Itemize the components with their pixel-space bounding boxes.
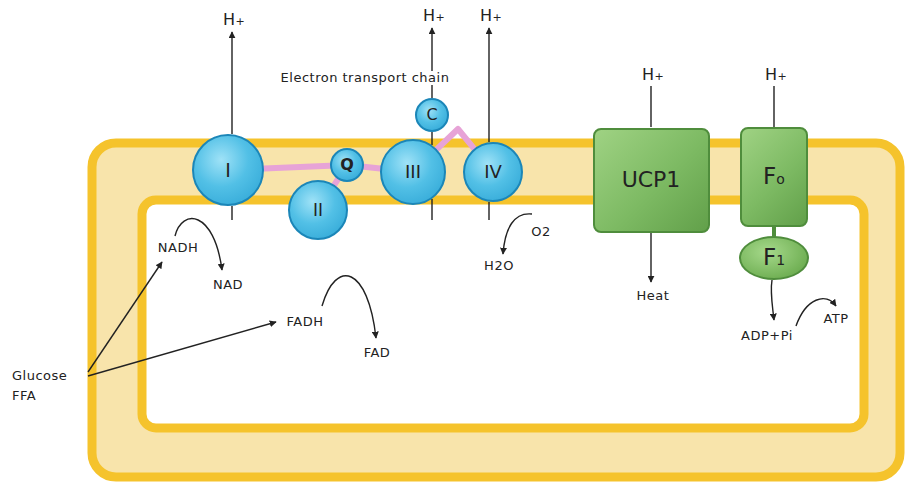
node-label: IV [484,162,502,182]
atp-synthase-arrow [771,280,774,320]
node-label: Fo [763,164,785,189]
proton-path [231,206,232,220]
fadh-arrow [322,276,376,338]
complex-circle: II [288,180,348,240]
substrate-label: Glucose [12,369,67,384]
proton-arrow [488,28,489,142]
proton-path [488,202,489,220]
metabolite-label: NADH [158,241,198,256]
chain-title: Electron transport chain [278,71,453,86]
metabolite-label: FAD [364,346,391,361]
metabolite-label: ATP [823,312,848,327]
metabolite-label: NAD [213,278,243,293]
node-label: II [313,201,323,220]
proton-label: H+ [423,7,445,25]
proton-arrow [431,28,432,98]
oxygen-arrow [503,214,532,254]
node-label: III [405,162,421,182]
proton-path [650,86,651,127]
cytochrome-circle: C [415,98,449,132]
metabolite-label: H2O [484,259,514,274]
node-label: I [225,160,231,181]
metabolite-label: FADH [287,315,324,330]
metabolite-label: O2 [531,225,551,240]
heat-arrow [650,233,651,282]
electron-path [772,227,776,236]
complex-circle: IV [463,142,523,202]
node-label: UCP1 [622,168,681,192]
proton-label: H+ [765,66,787,84]
heat-label: Heat [637,289,670,304]
proton-label: H+ [480,7,502,25]
node-label: F1 [763,245,785,270]
ubiquinone-circle: Q [330,148,364,182]
metabolite-label: ADP+Pi [741,329,793,344]
atp-synthase-head: F1 [739,236,809,280]
node-label: Q [340,156,354,174]
electron-path [364,167,380,169]
substrate-arrow [88,262,162,372]
proton-path [773,86,774,127]
electron-path [334,179,338,185]
proton-arrow [231,32,232,134]
node-label: C [426,106,437,124]
complex-circle: III [380,139,446,205]
electron-path [437,129,474,149]
proton-label: H+ [642,66,664,84]
complex-circle: I [192,134,264,206]
proton-label: H+ [223,11,245,29]
substrate-arrow [88,322,276,376]
substrate-label: FFA [12,389,36,404]
proton-path [431,199,432,220]
electron-path [264,166,330,169]
inner-membrane [142,200,864,428]
uncoupling-protein-box: UCP1 [593,128,710,233]
atp-synthase-box: Fo [740,127,808,227]
proton-path [431,132,432,145]
